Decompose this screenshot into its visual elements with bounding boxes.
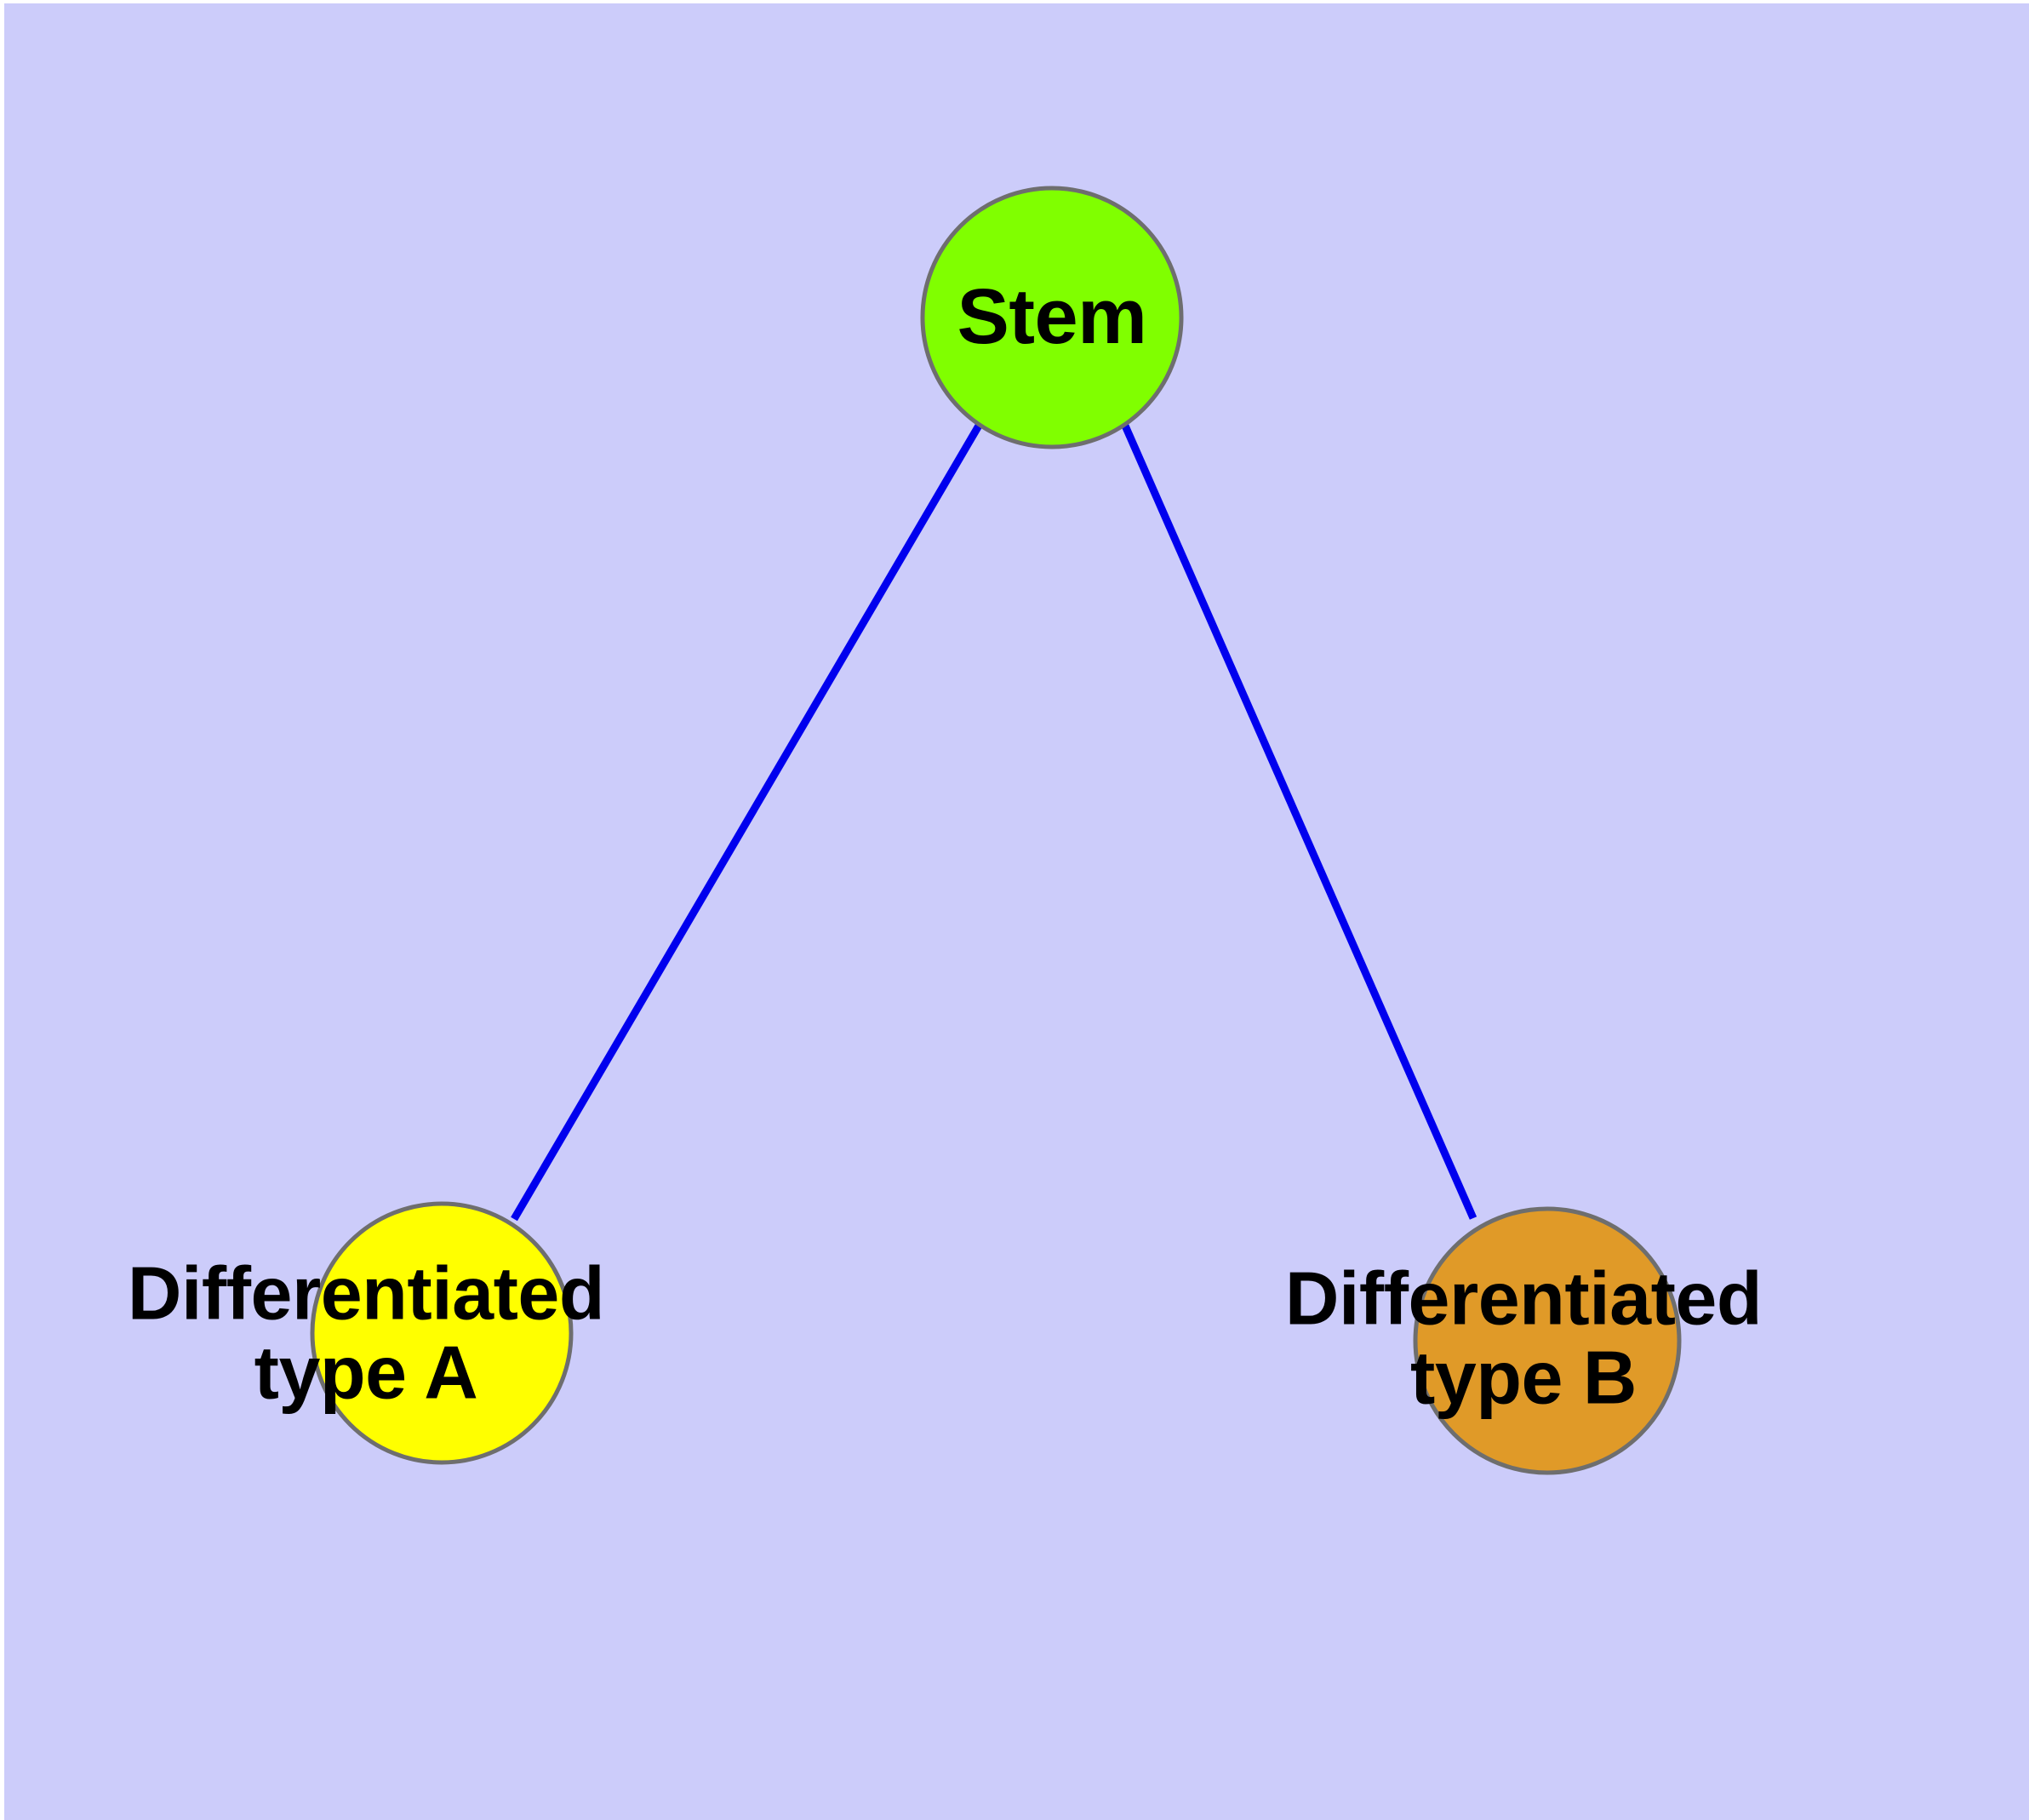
edge-stem-to-differentiated-type-b[interactable]	[1121, 424, 1477, 1220]
node-stem[interactable]	[920, 186, 1184, 449]
node-differentiated-type-a[interactable]	[310, 1201, 574, 1465]
edge-stem-to-differentiated-type-a[interactable]	[511, 423, 982, 1222]
edge-group	[511, 423, 1477, 1222]
node-group	[310, 186, 1682, 1475]
node-differentiated-type-b[interactable]	[1413, 1206, 1682, 1475]
